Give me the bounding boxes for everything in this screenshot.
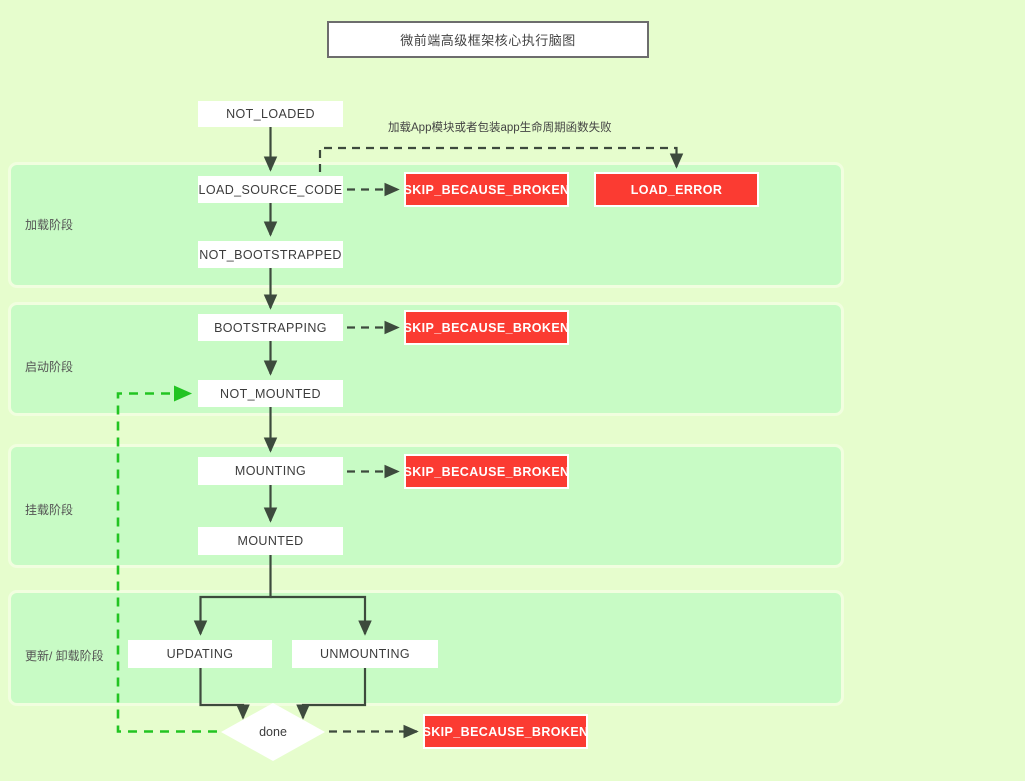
node-skip-mount[interactable]: SKIP_BECAUSE_BROKEN: [404, 456, 569, 487]
node-bootstrapping[interactable]: BOOTSTRAPPING: [198, 314, 343, 341]
diagram-title: 微前端高级框架核心执行脑图: [327, 21, 649, 58]
node-skip-load[interactable]: SKIP_BECAUSE_BROKEN: [404, 174, 569, 205]
node-load-error[interactable]: LOAD_ERROR: [596, 174, 757, 205]
node-mounting[interactable]: MOUNTING: [198, 457, 343, 485]
node-skip-bootstrap[interactable]: SKIP_BECAUSE_BROKEN: [404, 312, 569, 343]
node-load-source-code[interactable]: LOAD_SOURCE_CODE: [198, 176, 343, 203]
node-skip-done[interactable]: SKIP_BECAUSE_BROKEN: [423, 716, 588, 747]
diagram-title-text: 微前端高级框架核心执行脑图: [400, 33, 576, 48]
node-unmounting[interactable]: UNMOUNTING: [292, 640, 438, 668]
stage-band-label: 加载阶段: [25, 218, 74, 232]
stage-band-label: 启动阶段: [25, 360, 74, 374]
node-not-loaded[interactable]: NOT_LOADED: [198, 101, 343, 127]
node-updating[interactable]: UPDATING: [128, 640, 272, 668]
stage-band-label: 挂载阶段: [25, 503, 74, 517]
edge-label-load-fail: 加载App模块或者包装app生命周期函数失败: [388, 122, 612, 134]
decision-node-done[interactable]: done: [221, 703, 325, 761]
stage-band-label: 更新/ 卸载阶段: [25, 649, 104, 663]
node-not-mounted[interactable]: NOT_MOUNTED: [198, 380, 343, 407]
node-mounted[interactable]: MOUNTED: [198, 527, 343, 555]
node-not-bootstrapped[interactable]: NOT_BOOTSTRAPPED: [198, 241, 343, 268]
decision-node-label: done: [259, 725, 287, 739]
